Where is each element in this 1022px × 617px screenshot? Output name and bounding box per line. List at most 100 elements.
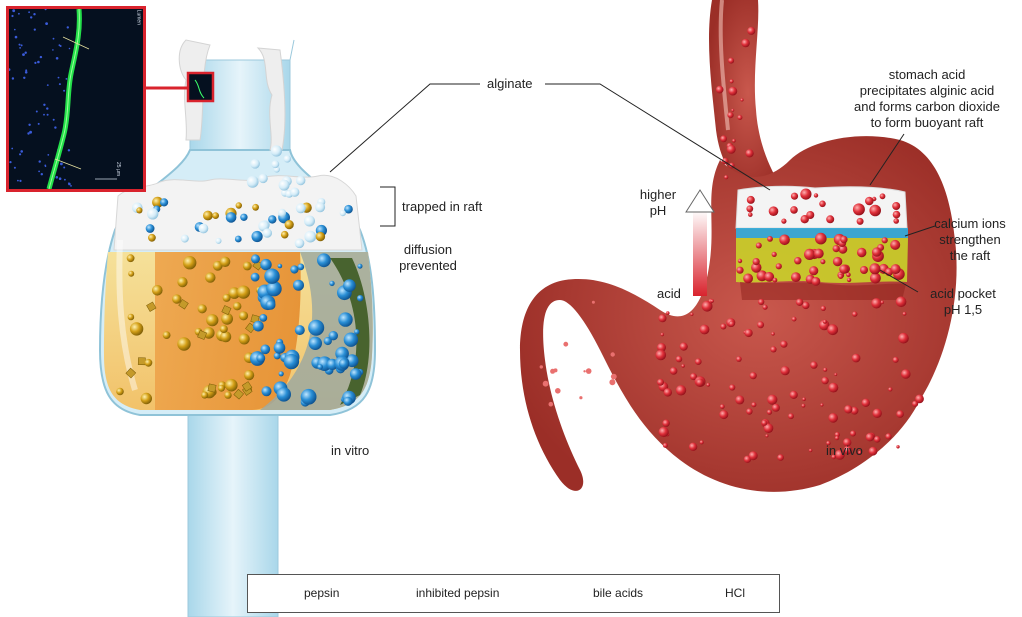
nucleus-dot [66,78,68,80]
nucleus-dot [19,47,21,49]
hcl-particle [893,218,899,224]
bile-acid-particle [128,314,135,321]
hcl-particle [656,350,667,361]
bile-acid-particle [221,313,233,325]
hcl-particle [749,451,758,460]
nucleus-dot [19,153,21,155]
hcl-particle [680,343,688,351]
inset-lumen-label: Lumen [135,10,141,25]
nucleus-dot [37,61,40,64]
hcl-particle [747,196,755,204]
hcl-particle [549,402,554,407]
hcl-particle [857,218,864,225]
inhibited-pepsin-particle [271,160,279,168]
hcl-particle [882,237,888,243]
hcl-particle [776,263,782,269]
bile-acid-particle [177,337,190,350]
bile-acid-particle [220,331,231,342]
hcl-particle [903,312,907,316]
hcl-particle [748,212,753,217]
nucleus-dot [60,163,63,166]
pepsin-particle [301,389,317,405]
bile-acid-particle [148,234,156,242]
hcl-particle [736,356,742,362]
bile-acid-particle [316,232,325,241]
bile-acid-particle [239,334,250,345]
hcl-particle [791,193,798,200]
hcl-particle [747,27,755,35]
pepsin-particle [240,214,247,221]
hcl-particle [763,305,768,310]
pepsin-particle [264,269,279,284]
nucleus-dot [34,62,36,64]
alginate-label: alginate [487,76,533,92]
hcl-particle [751,402,756,407]
hcl-particle [689,443,697,451]
nucleus-dot [30,16,32,18]
inhibited-pepsin-particle [263,228,272,237]
nucleus-dot [54,126,56,128]
hcl-particle [828,413,838,423]
nucleus-dot [9,68,10,71]
hcl-particle [847,278,851,282]
inhibited-pepsin-particle [181,235,189,243]
pepsin-particle [295,325,305,335]
inhibited-pepsin-particle [250,159,260,169]
inhibited-pepsin-particle [296,203,306,213]
nucleus-dot [20,150,23,153]
pepsin-particle [343,397,352,406]
pepsin-particle [329,331,338,340]
nucleus-dot [36,111,38,113]
nucleus-dot [12,9,15,12]
nucleus-dot [40,56,42,58]
hcl-particle [833,257,842,266]
hcl-particle [800,189,811,200]
inhibited-pepsin-particle [296,176,305,185]
nucleus-dot [47,84,49,86]
pepsin-particle [278,264,283,269]
hcl-particle [802,404,806,408]
acid-label: acid [657,286,681,302]
hcl-particle [664,388,672,396]
hcl-particle [796,299,803,306]
pepsin-particle [226,212,237,223]
hcl-particle [731,109,734,112]
hcl-particle [657,379,664,386]
hcl-particle [729,321,735,327]
hcl-particle [773,278,778,283]
hcl-particle [743,274,753,284]
bile-acid-particle [177,277,187,287]
nucleus-dot [21,44,23,46]
legend-inhibited-pepsin-label: inhibited pepsin [416,586,499,600]
hcl-particle [727,145,736,154]
legend-box: pepsin inhibited pepsin bile acids HCl [247,574,780,613]
pepsin-particle [256,354,265,363]
nucleus-dot [56,176,59,179]
hcl-particle [716,86,724,94]
nucleus-dot [28,124,30,126]
hcl-particle [896,297,907,308]
hcl-particle [762,420,768,426]
bile-acid-particle [116,388,124,396]
nucleus-dot [11,148,13,150]
pepsin-particle [344,333,358,347]
hcl-particle [659,427,669,437]
nucleus-dot [12,77,14,79]
nucleus-dot [46,107,48,109]
hcl-particle [857,248,866,257]
bile-acid-particle [141,393,152,404]
hcl-particle [772,404,780,412]
diffusion-prevented-label: diffusion prevented [380,242,476,274]
hcl-particle [833,245,840,252]
hcl-particle [670,367,678,375]
hcl-particle [741,39,749,47]
nucleus-dot [45,9,47,10]
hcl-particle [890,240,900,250]
hcl-particle [790,206,798,214]
hcl-particle [844,405,852,413]
hcl-particle [810,361,817,368]
hcl-particle [788,413,794,419]
inhibited-pepsin-particle [271,145,282,156]
hcl-particle [700,440,704,444]
